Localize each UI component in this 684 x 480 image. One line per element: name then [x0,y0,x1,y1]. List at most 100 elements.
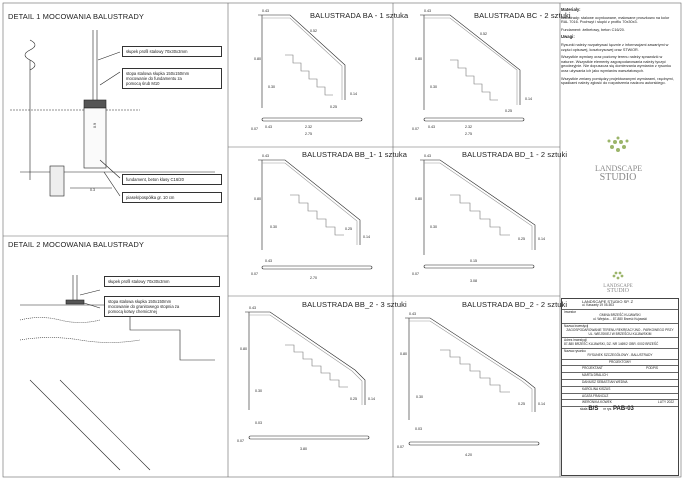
bb2-dim-b: 0.25 [350,397,357,401]
railing-bd2-drawing [405,317,540,446]
tb-drawing-label: Nazwa rysunku [564,348,586,353]
tb-person-2-name: DANIUSZ SEBASTIAN WEDNA [582,379,628,384]
materials-line-1: Balustrady: stalowe ocynkowane, malowane… [561,15,670,25]
ba-dim-total: 2.75 [305,132,312,136]
tb-sheet: PAB-03 [613,406,634,413]
tb-address-row: Adres inwestycji 87-880 BRZEŚĆ KUJAWSKI,… [562,338,678,349]
railing-bd1-drawing [420,159,536,269]
tb-company-row: LANDSCAPE STUDIO SP. Z ul. Kaszarty 19 0… [562,299,678,310]
logo-small: LANDSCAPE STUDIO [595,284,641,294]
detail2-title: DETAIL 2 MOCOWANIA BALUSTRADY [8,240,144,249]
detail1-callout-foundation: fundament, beton klasy C16/20 [122,174,222,185]
tb-investor-row: Inwestor GMINA BRZEŚĆ KUJAWSKI ul. Wiejs… [562,310,678,324]
logo-small-line-1: LANDSCAPE [603,284,633,289]
logo-large: LANDSCAPE STUDIO [595,164,643,183]
railing-bc-drawing [420,14,525,122]
tb-person-5-name: WERONIKA KOWEK [582,400,612,405]
materials-notes: Materiały: Balustrady: stalowe ocynkowan… [561,7,677,89]
ba-dim-mid: 2.32 [305,125,312,129]
bb1-dim-left: 0.43 [265,259,272,263]
tb-person-4-name: AGATA FRANCUZ [582,393,609,398]
railing-bb1-drawing [258,159,373,270]
tb-person-2: DANIUSZ SEBASTIAN WEDNA [562,380,678,387]
tb-object-row: Nazwa inwestycji ZAGOSPODAROWANIE TERENU… [562,324,678,339]
bb1-dim-b: 0.25 [345,227,352,231]
landscape-logo-small-icon [612,271,624,280]
bc-dim-left: 0.43 [428,125,435,129]
panel-bd2-title: BALUSTRADA BD_2 - 2 sztuki [462,300,568,309]
note-1: Rysunki należy rozpatrywać łącznie z inf… [561,42,669,52]
bc-dim-mid: 2.32 [465,125,472,129]
bc-dim-h: 0.80 [415,57,422,61]
tb-scale: B/S [588,406,599,413]
panel-bd1-title: BALUSTRADA BD_1 - 2 sztuki [462,150,568,159]
tb-person-3-name: KAROLINA KISZUS [582,386,611,391]
detail1-callout-sand: piasek/pospółka gr. 10 cm [122,192,222,203]
bb1-dim-c: 0.14 [363,235,370,239]
bd1-dim-base: 0.07 [412,272,419,276]
tb-role: PROJEKTANT [582,366,603,371]
bb2-dim-mid: 0.03 [255,421,262,425]
bd2-dim-mid: 0.03 [415,427,422,431]
panel-ba-title: BALUSTRADA BA - 1 sztuka [310,11,409,20]
bd2-dim-b: 0.25 [518,402,525,406]
tb-date: LUTY 2022 [657,400,674,405]
bd2-dim-a: 0.30 [416,395,423,399]
ba-dim-b: 0.25 [330,105,337,109]
bb2-dim-total: 3.80 [300,447,307,451]
tb-bottom-row: skala B/S nr rys. PAB-03 [562,406,678,413]
bd2-dim-c: 0.14 [538,402,545,406]
bd1-dim-c: 0.14 [538,237,545,241]
railing-ba-drawing [258,14,363,122]
bb2-dim-base: 0.07 [237,439,244,443]
tb-person-4: AGATA FRANCUZ [562,394,678,401]
bc-dim-top: 0.43 [424,9,431,13]
bd2-dim-h: 0.80 [400,352,407,356]
panel-bb1-title: BALUSTRADA BB_1- 1 sztuka [302,150,408,159]
ba-dim-base: 0.07 [251,127,258,131]
note-2: Wszystkie wymiary oraz poziomy terenu na… [561,55,672,73]
logo-line-2: STUDIO [599,172,637,183]
bd1-dim-total: 3.08 [470,279,477,283]
tb-scale-label: skala [580,407,588,412]
detail2-callout-post: słupek profil stalowy 70x30x3mm [104,276,220,287]
bd1-dim-h: 0.80 [415,197,422,201]
bc-dim-base: 0.07 [412,127,419,131]
tb-stage: PROJEKTOWY [608,359,632,364]
ba-dim-top: 0.43 [262,9,269,13]
bb2-dim-c: 0.14 [368,397,375,401]
tb-person-3: KAROLINA KISZUS [562,387,678,394]
bc-dim-a: 0.30 [430,85,437,89]
title-block: LANDSCAPE STUDIO SP. Z ul. Kaszarty 19 0… [561,298,679,476]
bd2-dim-base: 0.07 [397,445,404,449]
detail1-callout-post: słupek profil stalowy 70x30x3mm [122,46,222,57]
bb1-dim-total: 2.70 [310,276,317,280]
bd2-dim-total: 4.20 [465,453,472,457]
bb2-dim-h: 0.80 [240,347,247,351]
materials-heading: Materiały: [561,7,581,12]
detail1-drawing [10,30,215,197]
detail2-callout-foot: stopa stalowa słupka 150x150mm mocowanie… [104,296,220,317]
bd2-dim-top: 0.43 [409,312,416,316]
tb-role-row: PROJEKTANT PODPIS [562,366,678,374]
tb-sign: PODPIS [645,366,658,371]
bb2-dim-top: 0.43 [249,306,256,310]
logo-small-line-2: STUDIO [607,288,629,294]
detail1-title: DETAIL 1 MOCOWANIA BALUSTRADY [8,12,144,21]
tb-investor-address: ul. Wiejska ... 87-880 Brześć Kujawski [593,317,647,322]
tb-investor: GMINA BRZEŚĆ KUJAWSKI [599,313,641,318]
tb-address-label: Adres inwestycji [564,338,587,343]
bb1-dim-base: 0.07 [251,272,258,276]
tb-person-1-name: MARTA DRALICH [582,373,608,378]
ba-dim-h: 0.80 [254,57,261,61]
note-3: Wszystkie zmiany pomiędzy projektowanymi… [561,76,674,86]
panel-bc-title: BALUSTRADA BC - 2 sztuki [474,11,571,20]
logo-line-1: LANDSCAPE [595,164,643,173]
bc-dim-d: 0.52 [480,32,487,36]
tb-object: ZAGOSPODAROWANIE TERENU REKREACYJNO - PA… [566,327,674,336]
tb-company: LANDSCAPE STUDIO SP. Z [582,299,634,304]
tb-company-address: ul. Kaszarty 19 05-503 [582,302,614,307]
notes-heading: Uwagi: [561,34,575,40]
landscape-logo-icon [607,136,629,152]
